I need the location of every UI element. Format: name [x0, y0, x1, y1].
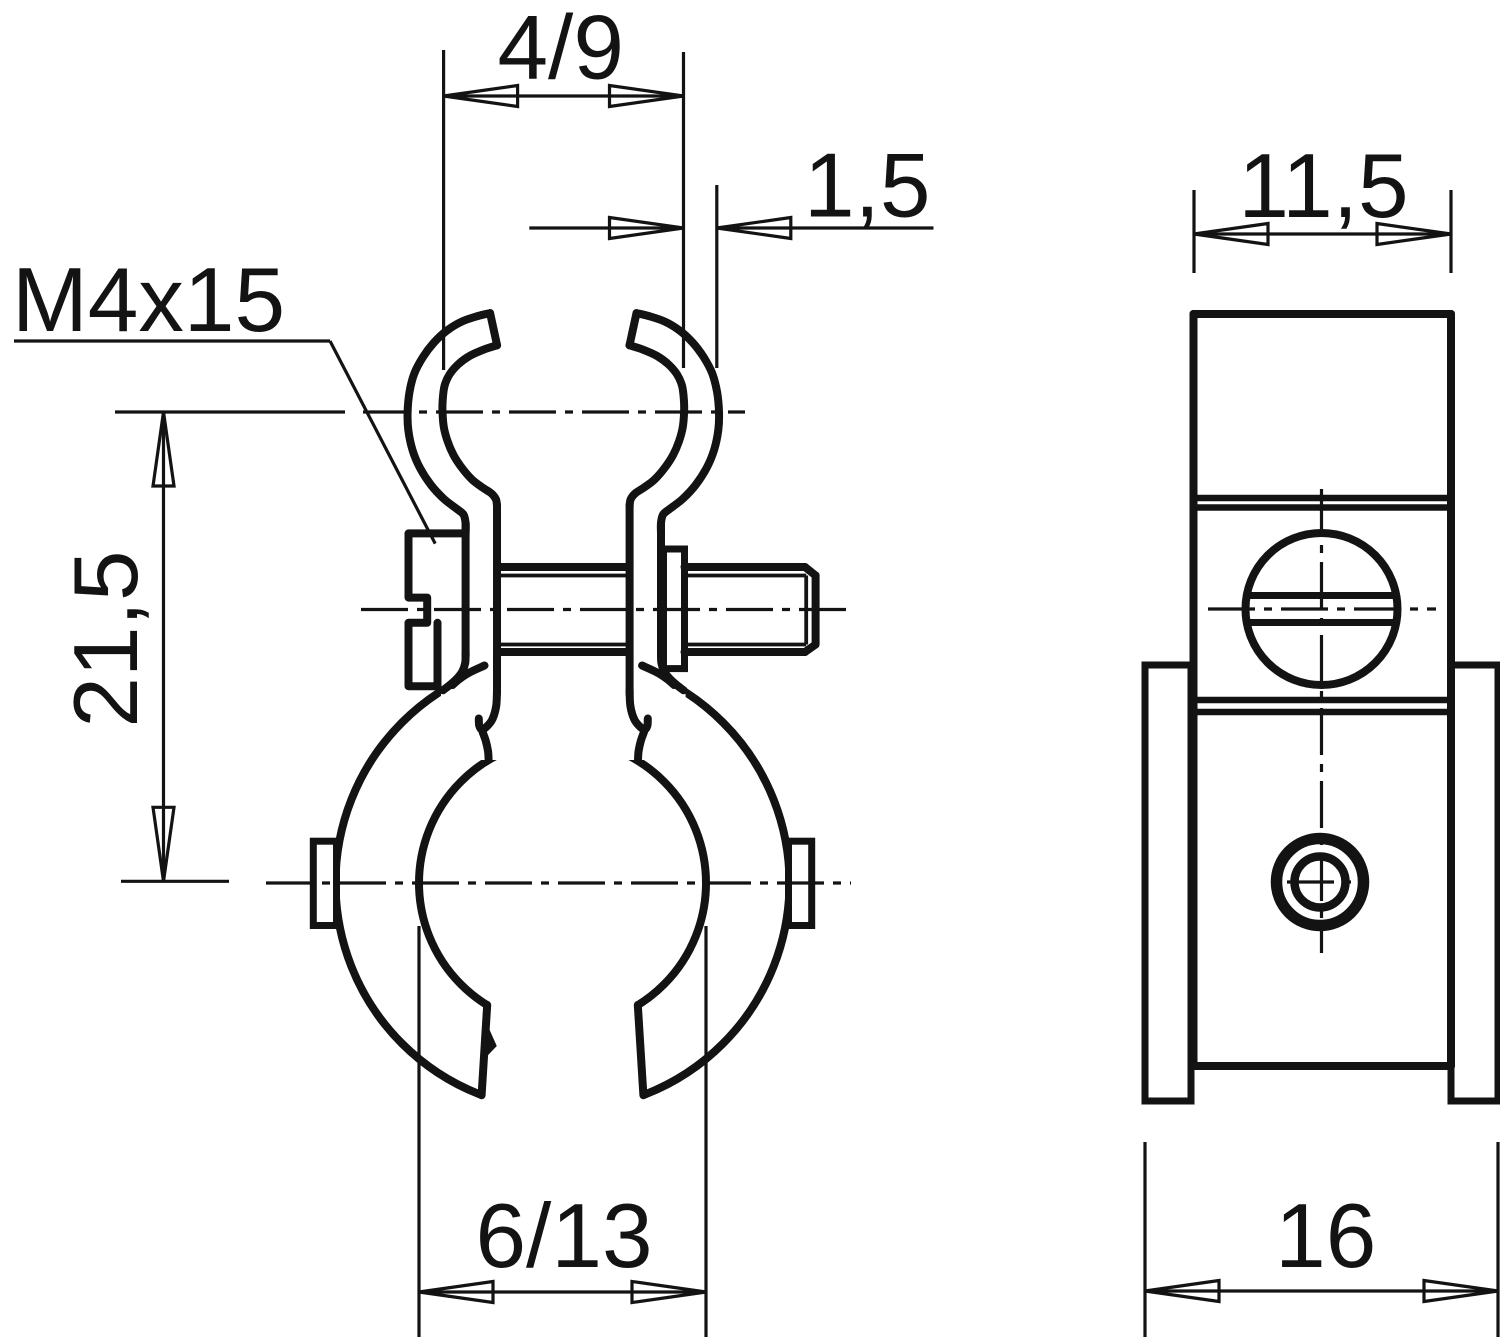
- svg-text:M4x15: M4x15: [12, 250, 285, 351]
- svg-text:21,5: 21,5: [56, 550, 157, 727]
- svg-text:4/9: 4/9: [497, 0, 624, 99]
- svg-text:1,5: 1,5: [804, 136, 931, 237]
- svg-text:16: 16: [1275, 1186, 1376, 1287]
- svg-text:6/13: 6/13: [475, 1186, 652, 1287]
- svg-text:11,5: 11,5: [1238, 136, 1408, 237]
